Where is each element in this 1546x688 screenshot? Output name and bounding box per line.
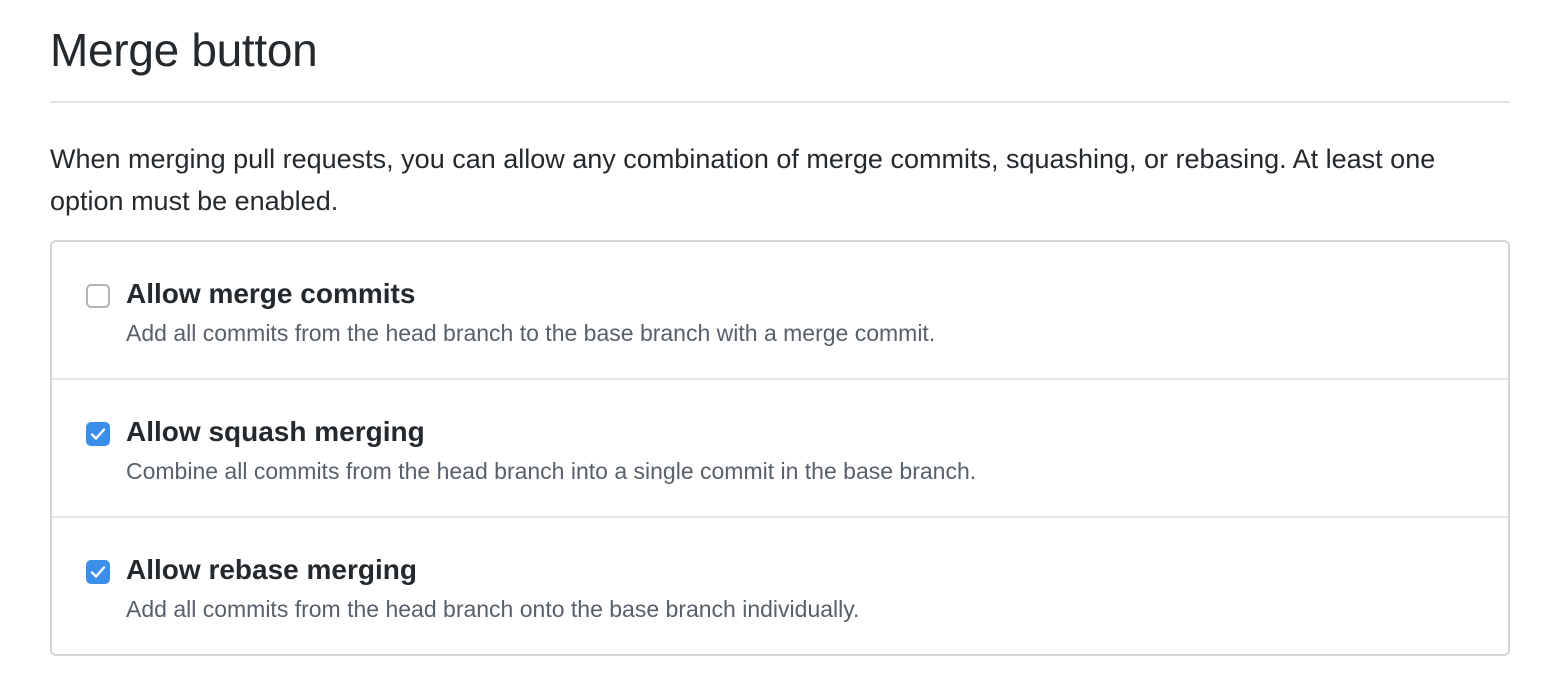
- option-label: Allow merge commits: [126, 278, 416, 309]
- option-description: Combine all commits from the head branch…: [126, 458, 977, 484]
- option-description: Add all commits from the head branch to …: [126, 320, 936, 346]
- merge-commits-checkbox[interactable]: [86, 284, 110, 308]
- option-label: Allow squash merging: [126, 416, 425, 447]
- option-squash-merging[interactable]: Allow squash merging Combine all commits…: [52, 380, 1508, 518]
- section-title: Merge button: [50, 0, 1510, 103]
- option-description: Add all commits from the head branch ont…: [126, 596, 860, 622]
- checkmark-icon: [90, 428, 106, 440]
- section-description: When merging pull requests, you can allo…: [50, 144, 1436, 216]
- squash-merging-checkbox[interactable]: [86, 422, 110, 446]
- option-label: Allow rebase merging: [126, 554, 417, 585]
- option-rebase-merging[interactable]: Allow rebase merging Add all commits fro…: [52, 518, 1508, 656]
- option-merge-commits[interactable]: Allow merge commits Add all commits from…: [52, 242, 1508, 380]
- checkmark-icon: [90, 566, 106, 578]
- merge-button-settings: Merge button When merging pull requests,…: [50, 0, 1510, 656]
- rebase-merging-checkbox[interactable]: [86, 560, 110, 584]
- merge-options-box: Allow merge commits Add all commits from…: [50, 240, 1510, 656]
